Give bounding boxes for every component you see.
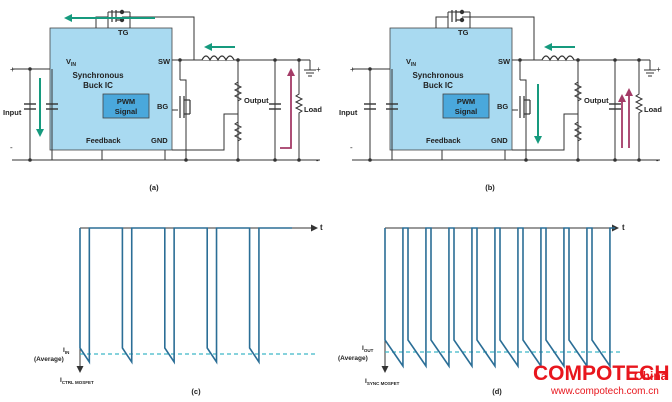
circuit-a: VIN TG SW Synchronous Buck IC PWM Signal… (3, 9, 322, 192)
input-minus-sign: - (350, 143, 353, 152)
load-current-loop (280, 68, 295, 149)
pwm-label-line-1: PWM (457, 97, 475, 106)
gnd-pin-label: GND (151, 136, 168, 145)
gnd-pin-label: GND (491, 136, 508, 145)
caption-a: (a) (149, 183, 159, 192)
waveform-c: t IIN (Average) ICTRL MOSFET (c) (34, 223, 323, 396)
load-label: Load (304, 105, 322, 114)
sync-mosfet-current-waveform (384, 227, 615, 369)
output-label: Output (244, 96, 269, 105)
input-label: Input (339, 108, 358, 117)
waveform-d: t IOUT (Average) ISYNC MOSFET (d) (338, 223, 625, 396)
tg-pin-label: TG (118, 28, 129, 37)
output-capacitor (609, 103, 621, 110)
caption-c: (c) (191, 387, 201, 396)
compotech-watermark: COMPOTECH China www.compotech.com.cn (533, 362, 670, 397)
time-axis-label: t (622, 223, 625, 232)
pwm-label-line-1: PWM (117, 97, 135, 106)
feedback-pin-label: Feedback (86, 136, 121, 145)
watermark-url: www.compotech.com.cn (550, 386, 659, 397)
time-axis-label: t (320, 223, 323, 232)
load-label: Load (644, 105, 662, 114)
feedback-pin-label: Feedback (426, 136, 461, 145)
bg-pin-label: BG (157, 102, 168, 111)
output-minus-sign: - (656, 156, 659, 165)
ic-name-line-1: Synchronous (412, 71, 464, 80)
circuit-b: VIN TG SW Synchronous Buck IC PWM Signal… (339, 9, 662, 192)
ctrl-mosfet-current-waveform (79, 227, 292, 365)
sw-pin-label: SW (158, 57, 171, 66)
watermark-region: China (634, 369, 668, 383)
load-resistor (294, 60, 304, 160)
bottom-mosfet-symbol (519, 96, 531, 118)
output-label: Output (584, 96, 609, 105)
caption-d: (d) (492, 387, 502, 396)
sw-pin-label: SW (498, 57, 511, 66)
junction-dots (368, 58, 641, 162)
output-plus-sign: + (656, 65, 661, 74)
input-plus-sign: + (10, 65, 15, 74)
bg-pin-label: BG (497, 102, 508, 111)
ground-symbol (644, 69, 656, 77)
load-resistor (634, 60, 644, 160)
input-capacitor (364, 103, 376, 110)
average-note: (Average) (338, 355, 368, 362)
average-current-label: IOUT (362, 345, 374, 353)
vin-pin-label: VIN (66, 57, 76, 68)
input-capacitor (24, 103, 36, 110)
inductor-symbol (201, 55, 235, 62)
vin-pin-label: VIN (406, 57, 416, 68)
pwm-label-line-2: Signal (115, 107, 138, 116)
bottom-mosfet-symbol (179, 96, 191, 118)
top-mosfet-symbol (451, 9, 465, 23)
wiring (352, 11, 660, 161)
pwm-label-line-2: Signal (455, 107, 478, 116)
input-label: Input (3, 108, 22, 117)
buck-ic-block (389, 27, 513, 151)
current-axis-label: ISYNC MOSFET (365, 378, 400, 386)
input-plus-sign: + (350, 65, 355, 74)
pwm-signal-block (102, 93, 150, 119)
output-capacitor (269, 103, 281, 110)
ic-name-line-1: Synchronous (72, 71, 124, 80)
current-axis-label: ICTRL MOSFET (60, 377, 94, 385)
inductor-symbol (541, 55, 575, 62)
ground-symbol (304, 69, 316, 77)
feedback-divider-resistors (573, 81, 583, 142)
output-plus-sign: + (316, 65, 321, 74)
output-minus-sign: - (316, 156, 319, 165)
input-capacitor-2 (46, 103, 58, 110)
input-capacitor-2 (386, 103, 398, 110)
pwm-signal-block (442, 93, 490, 119)
average-note: (Average) (34, 356, 64, 363)
average-current-label: IIN (63, 347, 69, 355)
junction-dots (28, 58, 301, 162)
feedback-tap-wire (172, 113, 238, 151)
watermark-brand: COMPOTECH (533, 362, 670, 385)
ic-name-line-2: Buck IC (83, 81, 113, 90)
feedback-divider-resistors (233, 81, 243, 142)
feedback-tap-wire (512, 113, 578, 151)
ic-name-line-2: Buck IC (423, 81, 453, 90)
caption-b: (b) (485, 183, 495, 192)
tg-pin-label: TG (458, 28, 469, 37)
input-minus-sign: - (10, 143, 13, 152)
buck-ic-block (49, 27, 173, 151)
